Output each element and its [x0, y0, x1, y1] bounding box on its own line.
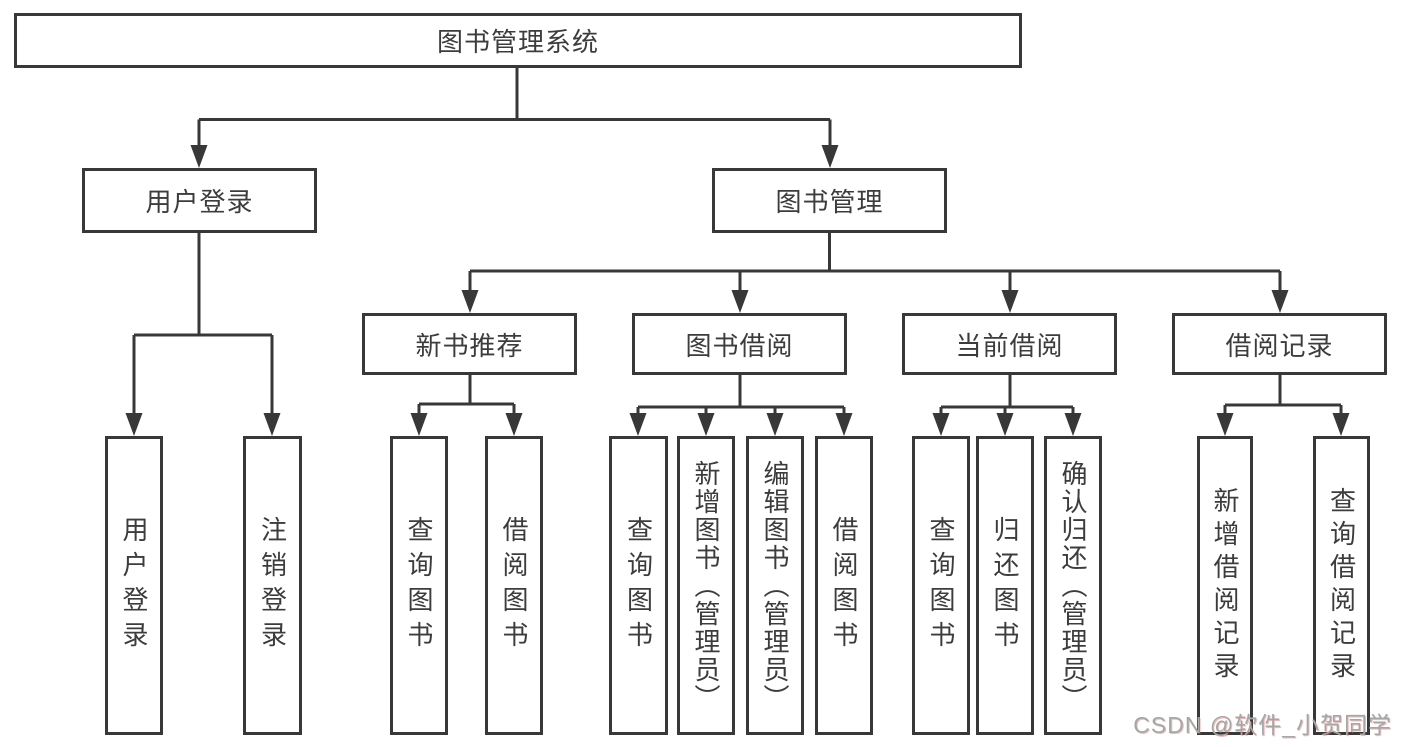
- node-label: 借阅记录: [1225, 330, 1334, 361]
- node-label: 确认归还（管理员）: [1058, 459, 1088, 712]
- node-add-book-admin: 新增图书（管理员）: [677, 436, 735, 735]
- node-label: 查询图书: [926, 515, 956, 656]
- node-borrow-books-recommend: 借阅图书: [485, 436, 543, 735]
- node-add-borrow-record: 新增借阅记录: [1197, 436, 1253, 735]
- node-logout: 注销登录: [243, 436, 302, 735]
- node-label: 图书管理: [775, 187, 884, 217]
- node-label: 用户登录: [119, 515, 149, 656]
- node-borrow-books: 借阅图书: [815, 436, 873, 735]
- node-query-books-recommend: 查询图书: [390, 436, 448, 735]
- node-new-book-recommend: 新书推荐: [362, 313, 577, 375]
- node-label: 查询借阅记录: [1326, 486, 1357, 685]
- node-label: 查询图书: [623, 515, 654, 656]
- node-edit-book-admin: 编辑图书（管理员）: [746, 436, 804, 735]
- node-library-system: 图书管理系统: [14, 13, 1022, 68]
- node-current-borrow: 当前借阅: [902, 313, 1117, 375]
- node-borrow-record: 借阅记录: [1172, 313, 1387, 375]
- node-label: 当前借阅: [955, 330, 1064, 361]
- node-label: 编辑图书（管理员）: [760, 459, 790, 712]
- node-book-management: 图书管理: [712, 168, 947, 233]
- csdn-watermark: CSDN @软件_小贺同学: [1133, 712, 1392, 738]
- node-label: 查询图书: [404, 515, 434, 656]
- node-label: 图书借阅: [685, 330, 794, 361]
- node-label: 图书管理系统: [436, 27, 599, 57]
- node-label: 新书推荐: [415, 330, 524, 361]
- node-user-login-leaf: 用户登录: [105, 436, 163, 735]
- node-return-book: 归还图书: [976, 436, 1034, 735]
- node-query-borrow-record: 查询借阅记录: [1313, 436, 1370, 735]
- node-label: 用户登录: [145, 187, 254, 217]
- node-query-books-borrow: 查询图书: [609, 436, 668, 735]
- node-label: 注销登录: [257, 515, 288, 656]
- node-label: 新增借阅记录: [1210, 486, 1240, 685]
- node-label: 新增图书（管理员）: [691, 459, 721, 712]
- node-user-login: 用户登录: [82, 168, 317, 233]
- node-confirm-return-admin: 确认归还（管理员）: [1044, 436, 1102, 735]
- node-label: 归还图书: [990, 515, 1020, 656]
- node-query-books-current: 查询图书: [912, 436, 970, 735]
- node-book-borrow: 图书借阅: [632, 313, 847, 375]
- node-label: 借阅图书: [499, 515, 529, 656]
- node-label: 借阅图书: [829, 515, 859, 656]
